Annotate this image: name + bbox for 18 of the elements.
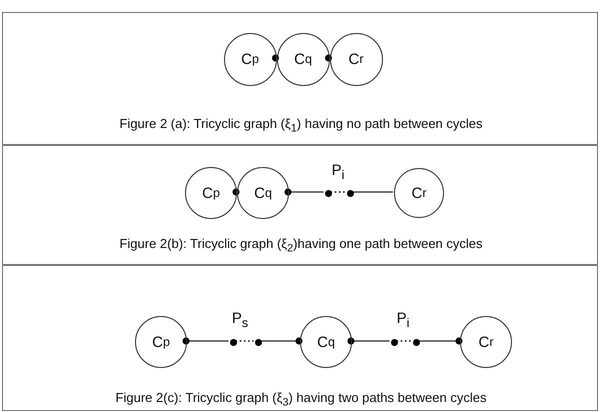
vertex-dot [390,338,398,346]
vertex-dot [254,338,262,346]
dotted-path-line [396,340,412,342]
vertex-dot [412,338,420,346]
figure-panel [2,265,598,411]
dotted-path-line [236,340,254,342]
figure-caption: Figure 2 (a): Tricyclic graph (ξ$_{1}$) having no path between cycles [119,116,483,135]
figure-panel [2,12,598,145]
path-label: P$_{i}$ [332,162,344,182]
vertex-dot [346,190,354,196]
path-label: P$_{i}$ [396,310,410,330]
figure-panel [2,145,598,265]
figure-caption: Figure 2(b): Tricyclic graph (ξ$_{2}$)having one path between cycles [119,236,483,255]
path-label: P$_{s}$ [232,310,248,330]
dotted-path-line [330,191,346,193]
vertex-dot [230,338,236,346]
figure-caption: Figure 2(c): Tricyclic graph (ξ$_{3}$) having two paths between cycles [116,390,486,409]
vertex-dot [324,190,332,196]
